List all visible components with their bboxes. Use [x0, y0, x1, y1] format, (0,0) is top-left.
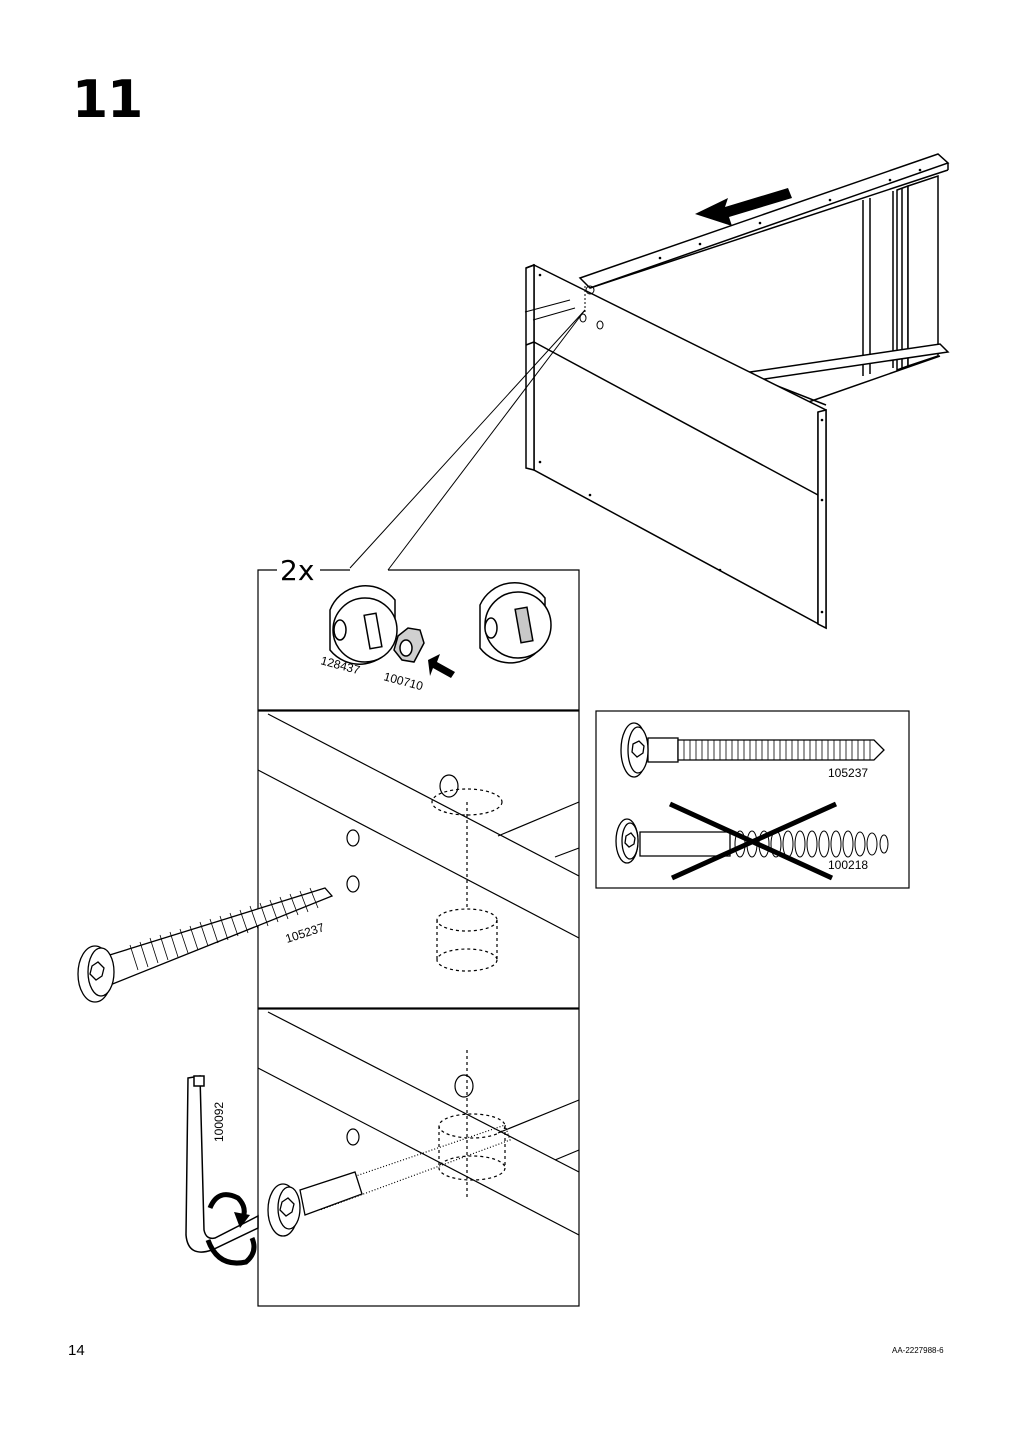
nut-part-number: 100710: [382, 669, 425, 693]
frame-illustration: [524, 153, 950, 630]
step-number: 11: [72, 70, 143, 130]
cross-icon: [668, 801, 838, 881]
correct-screw-icon: [620, 722, 885, 778]
wrong-screw-part-number: 100218: [828, 858, 868, 872]
nut-icon: [393, 627, 425, 663]
insert-panel: [257, 710, 580, 1009]
quantity-label: 2x: [280, 554, 314, 587]
screw-comparison-box: 105237 100218: [595, 710, 910, 889]
screw-icon: [77, 887, 334, 1003]
allen-key-icon: [185, 1075, 259, 1253]
rotate-arrow-icon: [205, 1192, 257, 1266]
tighten-panel: [257, 1008, 580, 1307]
allen-key-part-number: 100092: [212, 1102, 226, 1142]
callout-leader: [349, 309, 586, 571]
cam-lock-icon: [329, 585, 398, 665]
cam-lock-assembled-icon: [479, 582, 552, 664]
document-code: AA-2227988-6: [892, 1346, 944, 1355]
callout-box: 2x 128437 100710: [257, 554, 580, 711]
correct-screw-part-number: 105237: [828, 766, 868, 780]
page-number: 14: [68, 1342, 85, 1359]
